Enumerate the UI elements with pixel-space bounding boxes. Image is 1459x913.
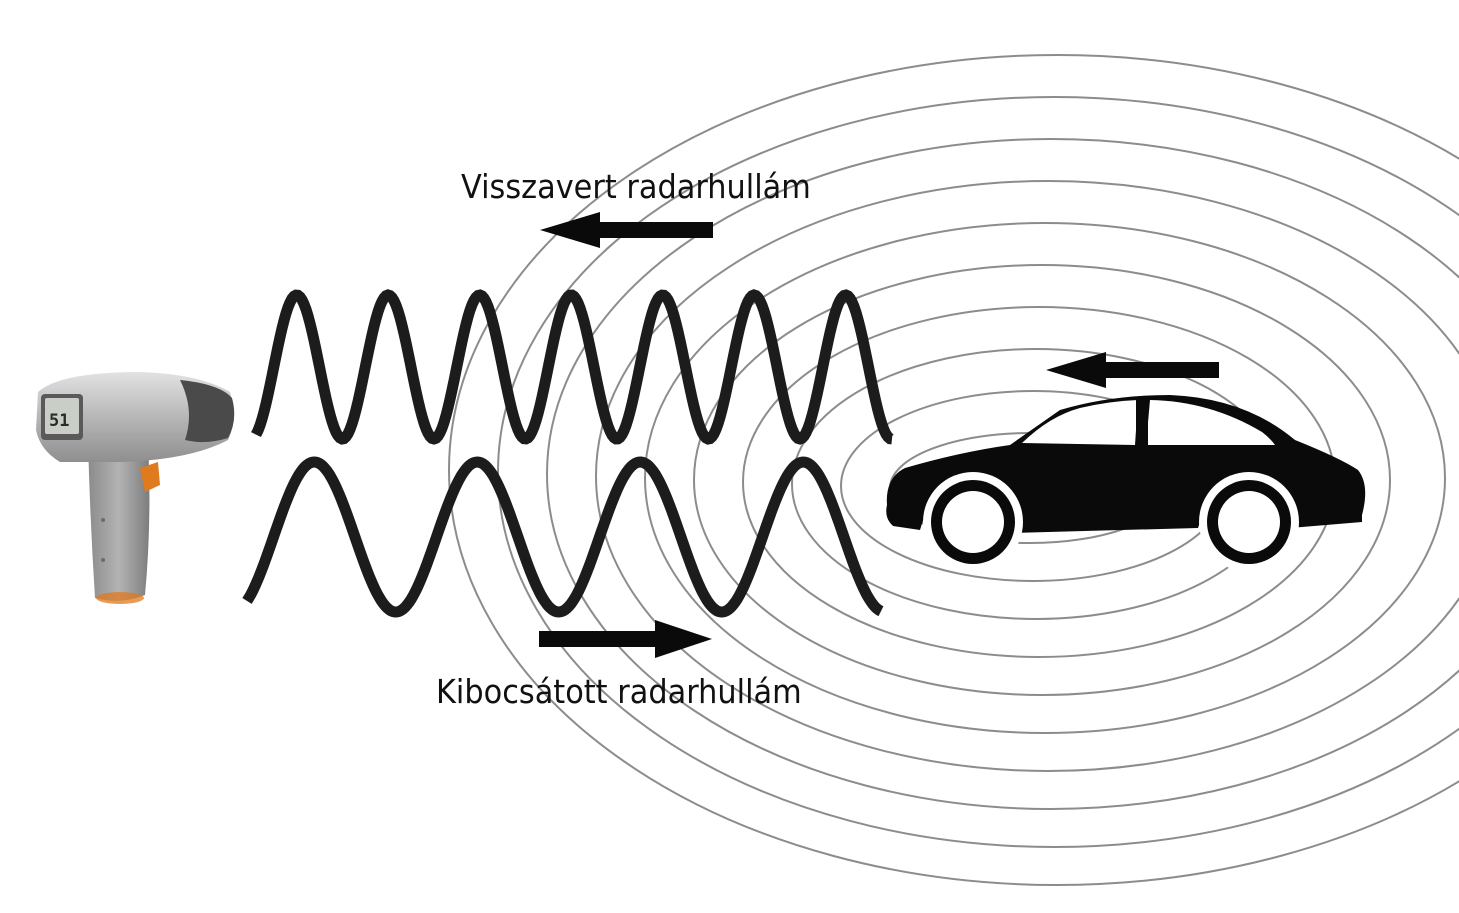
emitted-wave-label: Kibocsátott radarhullám — [436, 675, 802, 708]
car-direction-arrow-icon — [1046, 352, 1219, 388]
car-icon — [886, 395, 1365, 572]
reflected-wave-label: Visszavert radarhullám — [461, 170, 811, 203]
emitted-radar-wave — [247, 462, 881, 612]
radar-gun-display: 51 — [49, 411, 69, 431]
radar-gun-icon: 51 — [36, 372, 234, 604]
